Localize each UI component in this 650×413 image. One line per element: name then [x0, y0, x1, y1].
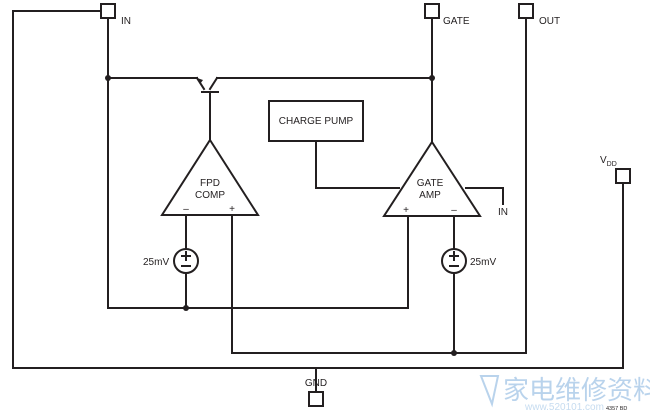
- watermark: 家电维修资料网 www.520101.com: [479, 375, 650, 413]
- wire-outer-loop: [12, 10, 624, 369]
- fpd-comparator: FPD COMP – +: [160, 138, 260, 216]
- gate-amp-minus: –: [451, 205, 457, 216]
- gate-amp-label-line2: AMP: [419, 190, 441, 201]
- wire-in-rail: [107, 19, 409, 309]
- voltage-source-right: 25mV: [441, 248, 496, 274]
- figure-id: 4357 BD: [606, 406, 627, 412]
- watermark-url: www.520101.com: [524, 402, 604, 413]
- junction-dot: [429, 75, 435, 81]
- junction-dot: [183, 305, 189, 311]
- fpd-comp-label-line1: FPD: [200, 178, 220, 189]
- gate-amp-in-label: IN: [498, 207, 508, 218]
- gate-amplifier: GATE AMP + –: [382, 140, 482, 217]
- pin-vdd: [615, 168, 631, 184]
- wire-out: [231, 19, 527, 354]
- pins: IN GATE OUT VDD GND IN: [100, 3, 631, 407]
- wire-gate-amp-in: [465, 187, 504, 205]
- voltage-source-left: 25mV: [143, 248, 199, 274]
- source-right-label: 25mV: [470, 257, 496, 268]
- junction-dots: [105, 75, 457, 356]
- pin-in-label: IN: [121, 16, 131, 27]
- watermark-text: 家电维修资料网: [503, 375, 650, 405]
- pass-transistor: [195, 76, 219, 93]
- wire-charge-pump: [315, 140, 400, 189]
- pin-gnd: [308, 391, 324, 407]
- charge-pump-label: CHARGE PUMP: [279, 116, 354, 127]
- pin-out: [518, 3, 534, 19]
- pin-gnd-label: GND: [305, 378, 327, 389]
- charge-pump-block: CHARGE PUMP: [268, 100, 364, 142]
- gate-amp-plus: +: [403, 205, 409, 216]
- source-left-label: 25mV: [143, 257, 169, 268]
- wires: [12, 10, 624, 393]
- junction-dot: [451, 350, 457, 356]
- junction-dot: [105, 75, 111, 81]
- pin-gate-label: GATE: [443, 16, 470, 27]
- fpd-comp-minus: –: [183, 204, 189, 215]
- pin-gate: [424, 3, 440, 19]
- pin-vdd-label: VDD: [600, 155, 617, 168]
- pin-out-label: OUT: [539, 16, 560, 27]
- fpd-comp-plus: +: [229, 204, 235, 215]
- fpd-comp-label-line2: COMP: [195, 190, 225, 201]
- gate-amp-label-line1: GATE: [417, 178, 444, 189]
- pin-in: [100, 3, 116, 19]
